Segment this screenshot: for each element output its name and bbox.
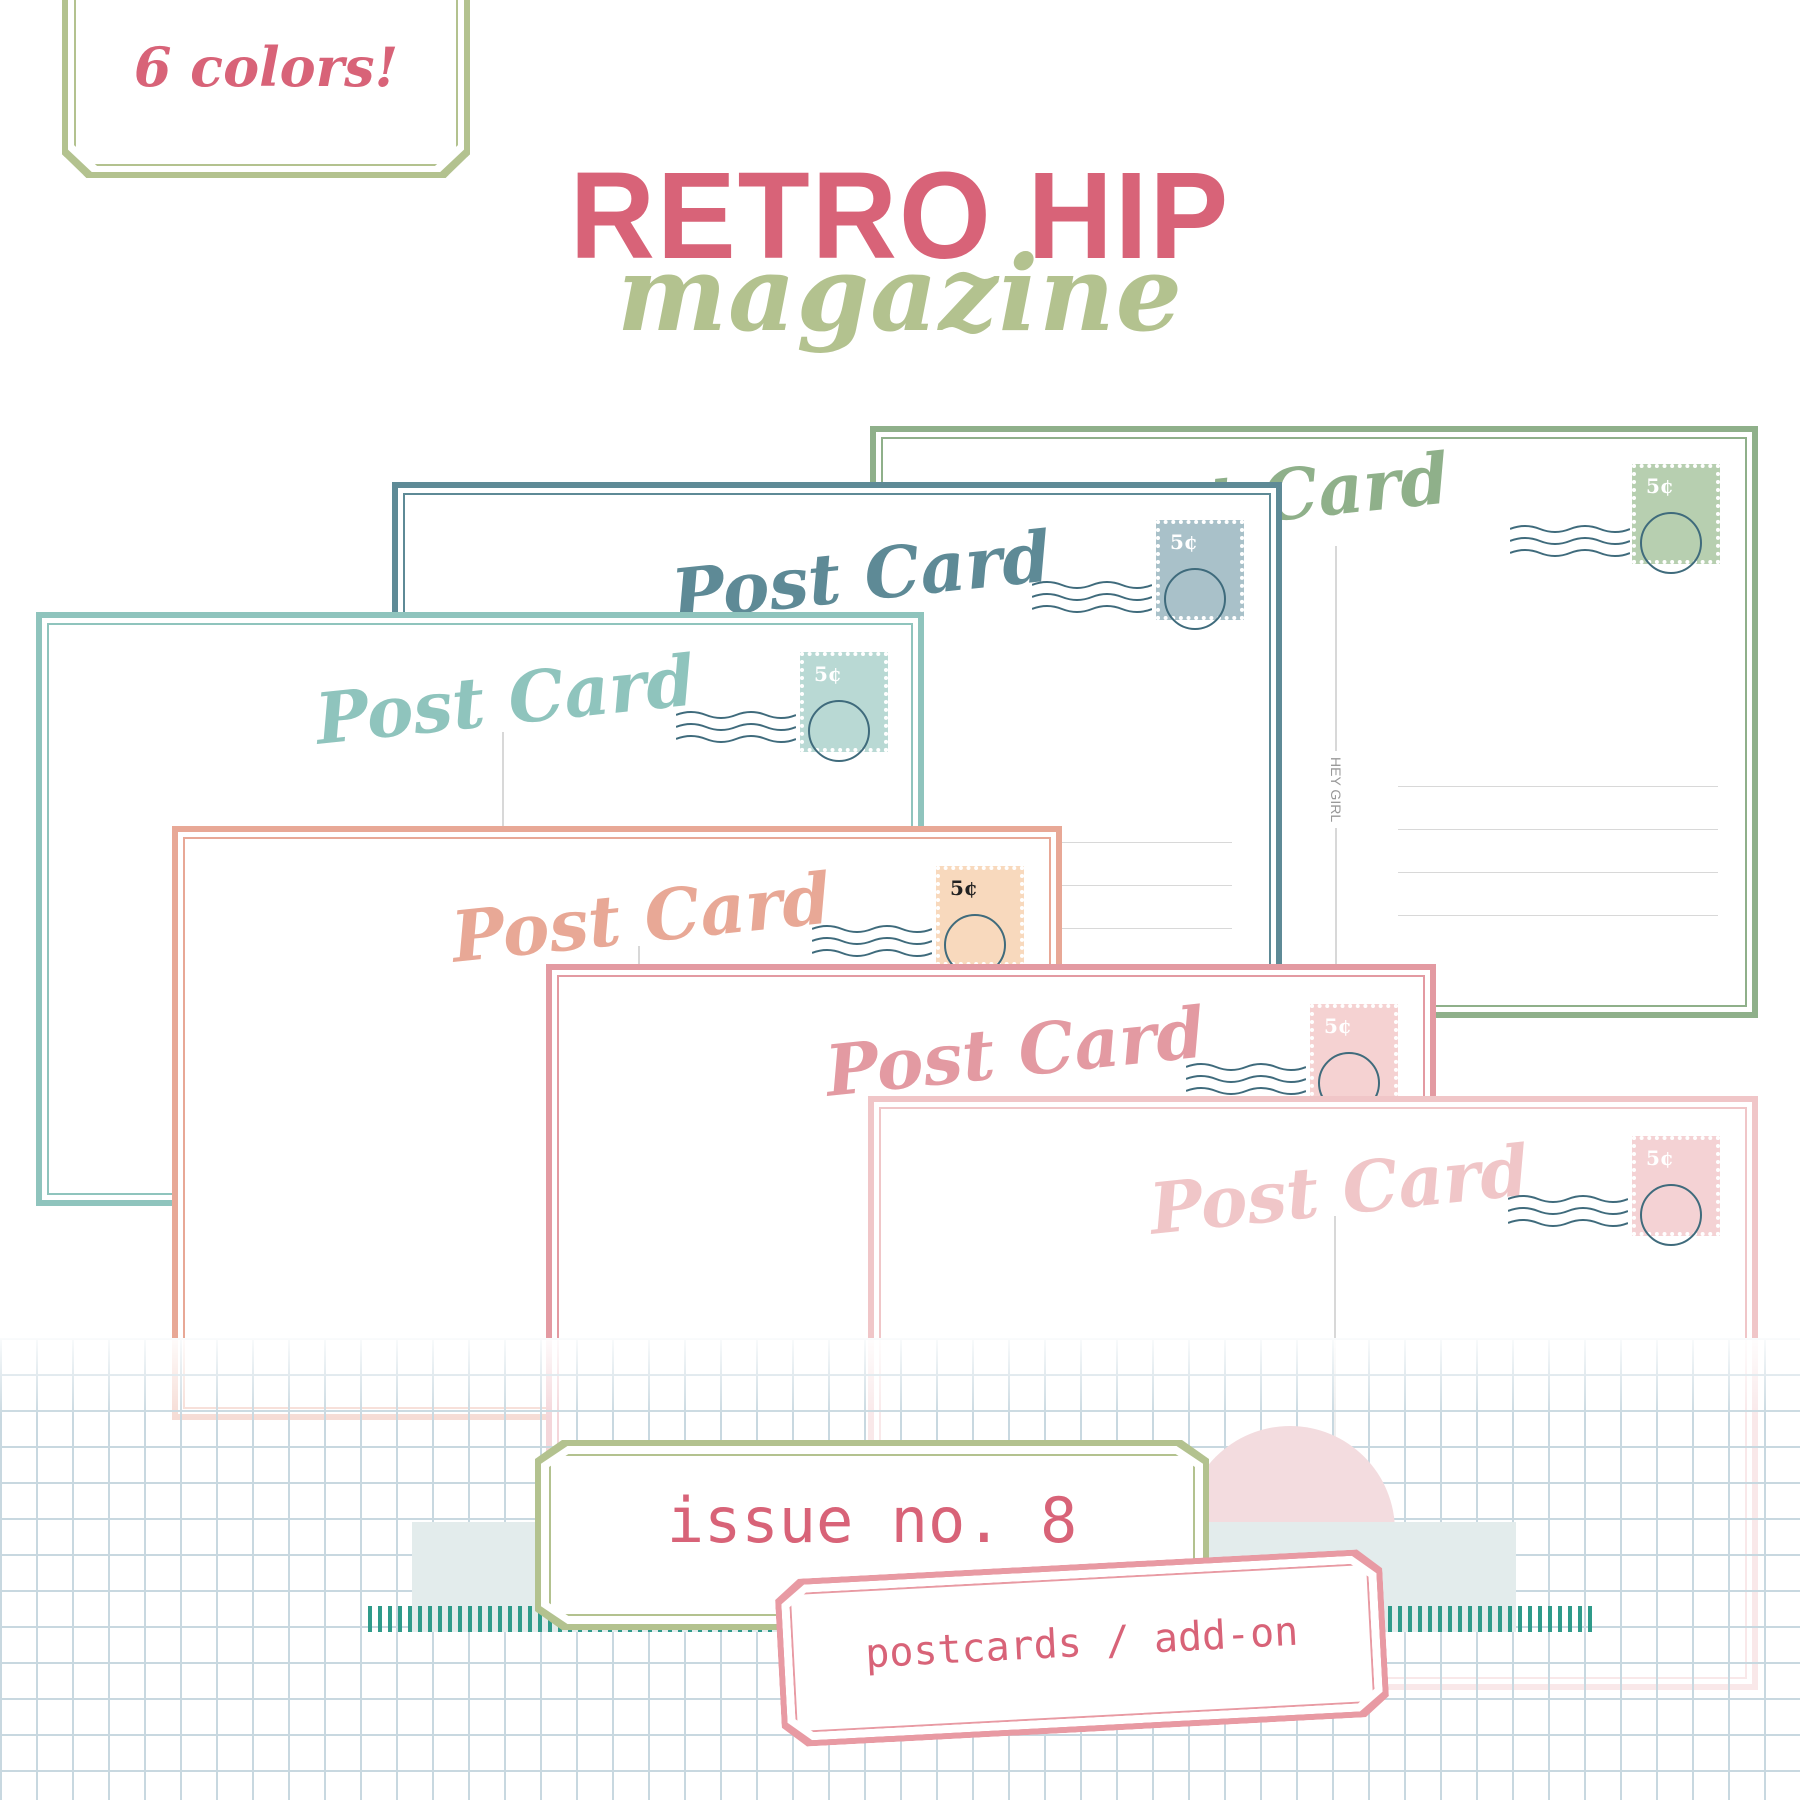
postmark-waves-icon — [1507, 1191, 1629, 1231]
side-label: HEY GIRL — [1328, 751, 1344, 829]
stamp-value: 5¢ — [814, 662, 842, 686]
colors-badge: 6 colors! — [62, 0, 470, 178]
postmark-waves-icon — [1185, 1059, 1307, 1099]
postmark-waves-icon — [1509, 521, 1631, 561]
sub-label: postcards / add-on — [774, 1548, 1390, 1748]
stamp-value: 5¢ — [1646, 1146, 1674, 1170]
postmark-waves-icon — [675, 707, 797, 747]
issue-label-text: issue no. 8 — [666, 1484, 1078, 1557]
postmark-waves-icon — [811, 921, 933, 961]
stamp-value: 5¢ — [1324, 1014, 1352, 1038]
magazine-title: RETRO HIP — [569, 146, 1231, 286]
magazine-subtitle: magazine — [617, 232, 1183, 355]
stamp-value: 5¢ — [1170, 530, 1198, 554]
stamp-value: 5¢ — [1646, 474, 1674, 498]
stamp-value: 5¢ — [950, 876, 978, 900]
postmark-icon — [1164, 568, 1226, 630]
postmark-icon — [1640, 1184, 1702, 1246]
postmark-waves-icon — [1031, 577, 1153, 617]
postmark-icon — [1640, 512, 1702, 574]
badge-text: 6 colors! — [133, 35, 399, 99]
postmark-icon — [808, 700, 870, 762]
